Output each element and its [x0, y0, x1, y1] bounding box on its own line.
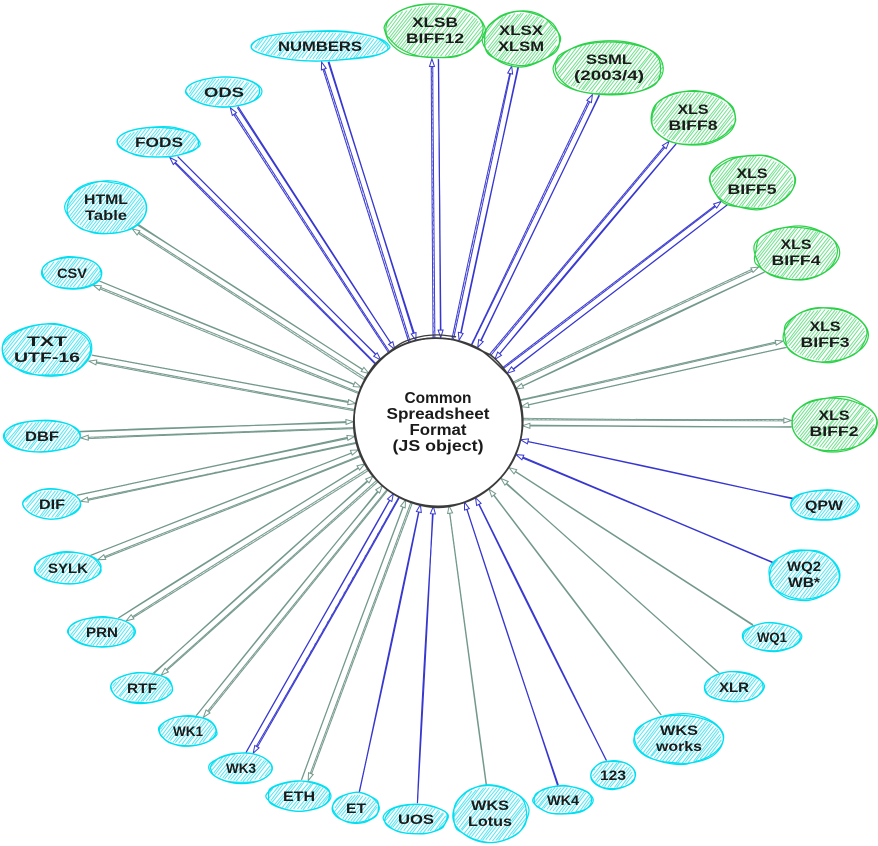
svg-text:XLS: XLS: [819, 407, 850, 423]
svg-text:(JS object): (JS object): [393, 438, 484, 455]
svg-text:Lotus: Lotus: [468, 813, 512, 829]
svg-text:WKS: WKS: [660, 722, 698, 738]
svg-text:FODS: FODS: [135, 134, 183, 150]
svg-text:BIFF5: BIFF5: [728, 181, 777, 197]
svg-text:XLSM: XLSM: [498, 38, 544, 54]
svg-text:SYLK: SYLK: [48, 560, 88, 576]
svg-text:XLS: XLS: [810, 318, 841, 334]
svg-text:Table: Table: [85, 207, 127, 223]
svg-text:WQ1: WQ1: [757, 629, 787, 645]
svg-text:XLR: XLR: [719, 679, 749, 695]
svg-text:UOS: UOS: [398, 811, 434, 827]
svg-text:Format: Format: [410, 422, 468, 439]
svg-text:(2003/4): (2003/4): [574, 67, 644, 83]
svg-text:BIFF4: BIFF4: [772, 252, 821, 268]
svg-text:PRN: PRN: [86, 624, 118, 640]
svg-text:123: 123: [600, 767, 626, 783]
svg-text:WKS: WKS: [471, 797, 509, 813]
svg-text:XLS: XLS: [678, 101, 709, 117]
svg-text:XLS: XLS: [737, 165, 768, 181]
svg-text:XLSB: XLSB: [412, 14, 458, 30]
svg-text:Common: Common: [405, 390, 472, 407]
svg-text:QPW: QPW: [805, 497, 844, 513]
svg-text:CSV: CSV: [57, 265, 88, 281]
svg-text:ODS: ODS: [204, 84, 244, 100]
svg-text:BIFF3: BIFF3: [801, 334, 850, 350]
svg-text:ET: ET: [346, 800, 367, 816]
svg-text:WB*: WB*: [788, 574, 821, 590]
svg-text:UTF-16: UTF-16: [14, 349, 80, 365]
svg-text:BIFF8: BIFF8: [669, 117, 718, 133]
svg-text:BIFF2: BIFF2: [810, 423, 859, 439]
svg-text:works: works: [655, 738, 702, 754]
svg-text:ETH: ETH: [283, 788, 315, 804]
svg-text:WK4: WK4: [547, 792, 579, 808]
svg-text:SSML: SSML: [586, 51, 633, 67]
svg-text:BIFF12: BIFF12: [406, 30, 464, 46]
svg-text:HTML: HTML: [84, 191, 128, 207]
svg-text:TXT: TXT: [27, 333, 68, 349]
svg-text:NUMBERS: NUMBERS: [278, 38, 362, 54]
svg-text:WK3: WK3: [226, 760, 256, 776]
svg-text:RTF: RTF: [127, 680, 157, 696]
svg-text:DBF: DBF: [25, 428, 60, 444]
svg-text:XLSX: XLSX: [499, 22, 544, 38]
svg-text:XLS: XLS: [781, 236, 812, 252]
svg-text:Spreadsheet: Spreadsheet: [387, 406, 491, 423]
svg-text:WK1: WK1: [173, 723, 203, 739]
svg-text:DIF: DIF: [39, 496, 66, 512]
svg-text:WQ2: WQ2: [787, 558, 821, 574]
